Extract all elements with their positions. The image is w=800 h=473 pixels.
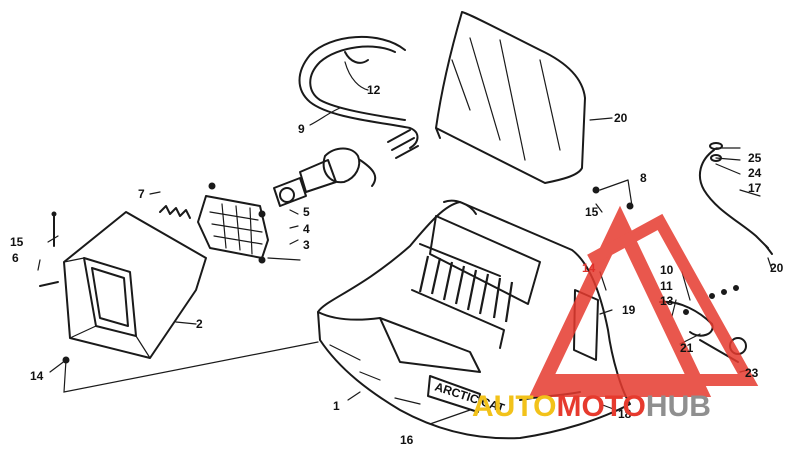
- callout-14-right: 14: [582, 261, 596, 275]
- callout-14-left: 14: [30, 369, 44, 383]
- callout-2: 2: [196, 317, 203, 331]
- callout-23: 23: [745, 366, 759, 380]
- callout-12: 12: [367, 83, 381, 97]
- callout-6: 6: [12, 251, 19, 265]
- leader-lines: [37, 61, 773, 425]
- callout-19: 19: [622, 303, 636, 317]
- tether-cable: [698, 142, 773, 255]
- callout-11: 11: [660, 279, 673, 293]
- callout-20: 20: [770, 261, 784, 275]
- callout-7: 7: [138, 187, 145, 201]
- callout-13: 13: [660, 294, 674, 308]
- callout-10: 10: [660, 263, 674, 277]
- callout-17: 17: [748, 181, 762, 195]
- callout-16: 16: [400, 433, 414, 447]
- callout-15-left: 15: [10, 235, 24, 249]
- callout-25: 25: [748, 151, 762, 165]
- windshield: [435, 11, 634, 210]
- callout-labels: 12 9 20 8 15 25 24 17 20 5 4 3 7 15 6 2 …: [10, 83, 784, 447]
- callout-5: 5: [303, 205, 310, 219]
- callout-1: 1: [333, 399, 340, 413]
- callout-8: 8: [640, 171, 647, 185]
- callout-21: 21: [680, 341, 694, 355]
- callout-3: 3: [303, 238, 310, 252]
- callout-24: 24: [748, 166, 762, 180]
- callout-9: 9: [298, 122, 305, 136]
- callout-4: 4: [303, 222, 310, 236]
- watermark-logo-triangle: [528, 205, 759, 397]
- headlight-bezel: [62, 211, 207, 364]
- callout-18: 18: [618, 407, 632, 421]
- headlight-lens: [197, 182, 269, 264]
- callout-22: 20: [614, 111, 628, 125]
- wiring-harness: [298, 35, 419, 187]
- spring-and-bolts: [39, 205, 191, 287]
- headlight-bulb-socket: [273, 147, 361, 207]
- callout-15-right: 15: [585, 205, 599, 219]
